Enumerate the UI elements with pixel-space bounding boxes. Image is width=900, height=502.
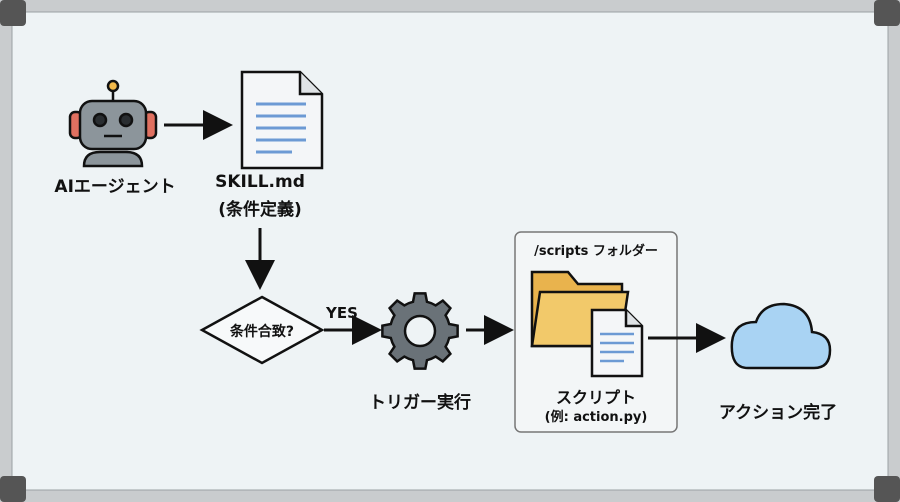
- corner-cap: [874, 476, 900, 502]
- trigger-label: トリガー実行: [369, 393, 471, 413]
- done-label: アクション完了: [718, 403, 838, 423]
- script-label-example: (例: action.py): [544, 410, 648, 425]
- decision-diamond: [199, 295, 325, 365]
- document-icon: [240, 70, 324, 170]
- cloud-icon: [730, 302, 832, 370]
- skill-label-desc: (条件定義): [218, 200, 302, 220]
- script-label-name: スクリプト: [555, 388, 636, 407]
- skill-label-name: SKILL.md: [215, 172, 305, 192]
- agent-label: AIエージェント: [54, 177, 176, 197]
- corner-cap: [0, 0, 26, 26]
- scripts-folder-title: /scripts フォルダー: [534, 244, 658, 259]
- corner-cap: [874, 0, 900, 26]
- robot-icon: [68, 79, 158, 168]
- document-icon: [590, 308, 644, 378]
- gear-icon: [381, 292, 459, 370]
- decision-label: 条件合致?: [229, 324, 295, 340]
- yes-label: YES: [326, 304, 358, 322]
- corner-cap: [0, 476, 26, 502]
